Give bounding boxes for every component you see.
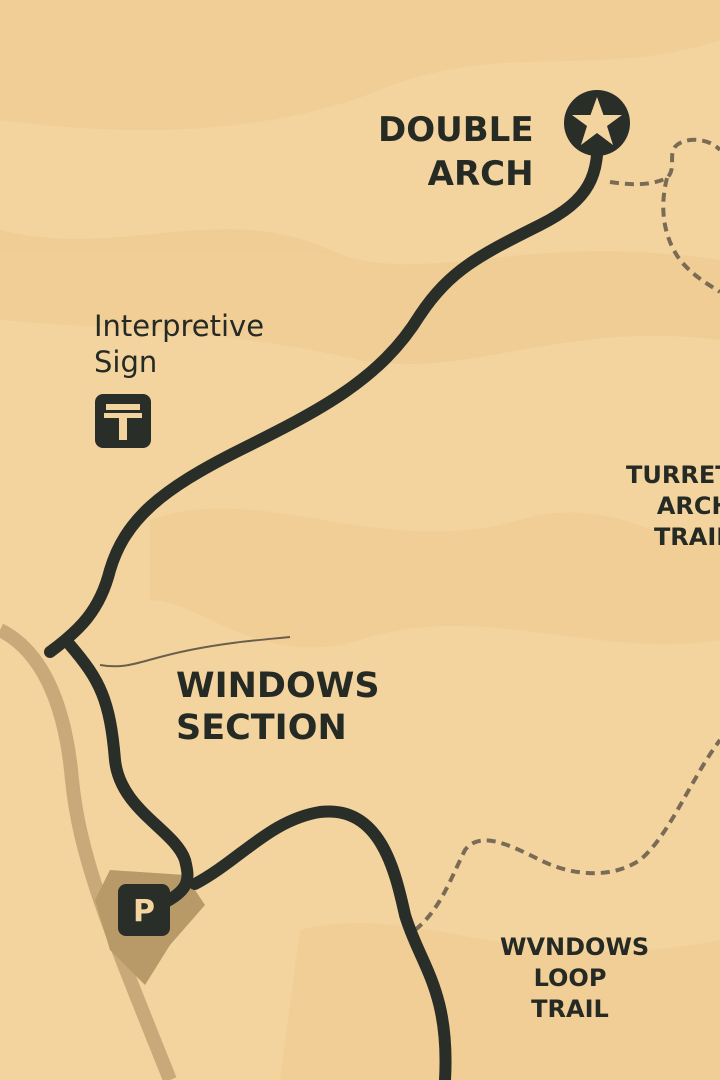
windows-loop-dashed-trail[interactable] [413,738,720,932]
star-icon [572,97,622,145]
label-line: DOUBLE [378,110,534,150]
turret-arch-trail-label[interactable]: TURRET ARCH TRAIL [626,460,720,554]
label-line: TURRET [626,461,720,489]
label-line: Interpretive [94,309,265,343]
label-line: Sign [94,345,158,380]
interpretive-sign-label: Interpretive Sign [94,308,264,381]
label-line: SECTION [176,708,347,748]
label-line: TRAIL [653,523,720,552]
label-line: TRAIL [531,995,609,1024]
windows-loop-trail-label[interactable]: WVNDOWS LOOP TRAIL [500,932,650,1026]
double-arch-marker[interactable] [564,90,630,156]
double-arch-label[interactable]: DOUBLE ARCH [378,108,534,196]
windows-section-label: WINDOWS SECTION [176,665,380,749]
label-line: ARCH [656,492,720,521]
label-line: LOOP [533,964,607,993]
turret-arch-dashed-trail[interactable] [609,137,720,294]
road [0,623,177,1080]
label-line: ARCH [427,154,534,195]
main-trail[interactable] [44,124,604,1080]
label-line: WINDOWS [176,666,380,706]
parking-icon-label: P [133,894,155,929]
interpretive-sign-icon[interactable] [95,394,151,448]
contour-line [99,636,291,668]
parking-icon[interactable]: P [118,884,170,936]
label-line: WVNDOWS [500,933,650,961]
